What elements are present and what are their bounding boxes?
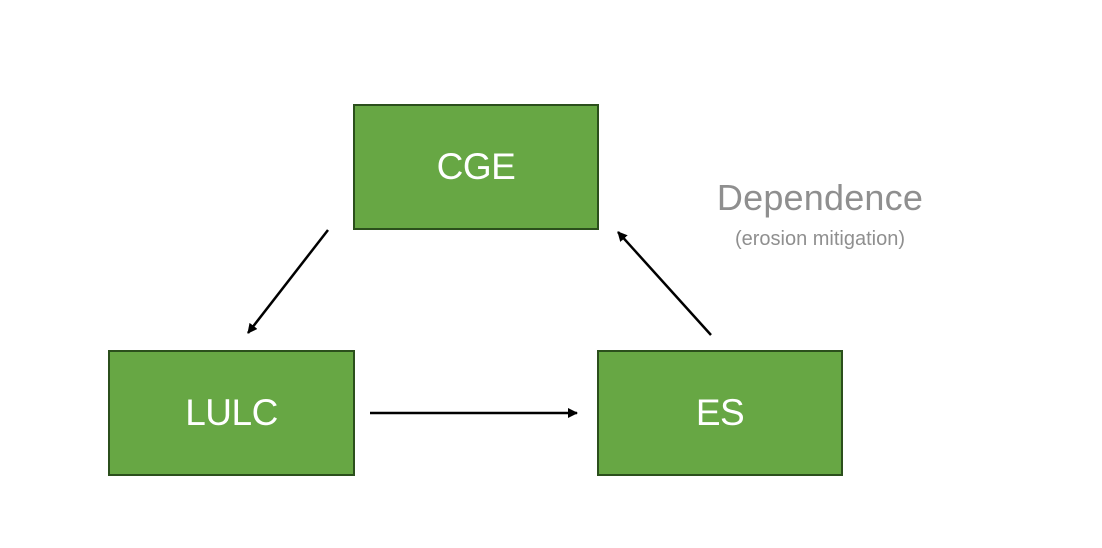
node-lulc-label: LULC [185,392,278,433]
annotation-subtitle: (erosion mitigation) [734,228,906,250]
node-cge: CGE [353,104,599,230]
annotation-title: Dependence [716,177,924,218]
node-es: ES [597,350,843,476]
arrow-cge-to-lulc [247,229,329,334]
arrow-es-to-cge [617,231,712,336]
node-es-label: ES [695,392,745,433]
node-lulc: LULC [108,350,355,476]
node-cge-label: CGE [436,146,516,187]
